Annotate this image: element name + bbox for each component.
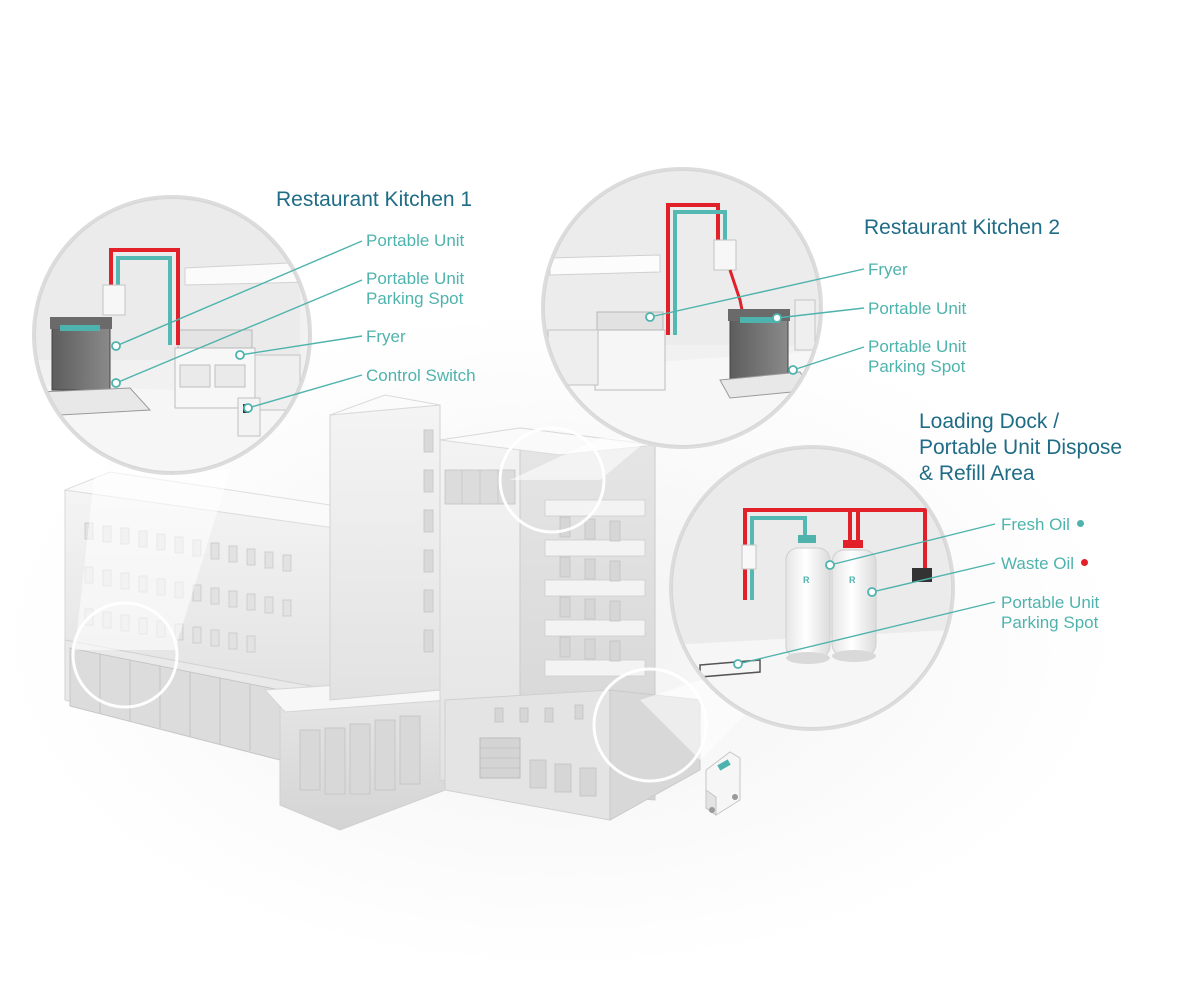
kitchen1-label-portable-unit: Portable Unit (366, 231, 465, 250)
kitchen2-label-parking-line1: Portable Unit (868, 337, 967, 356)
loading-dock-title-line1: Loading Dock / (919, 410, 1060, 433)
loading-dock-label-fresh-oil: Fresh Oil (1001, 515, 1084, 535)
svg-text:R: R (849, 575, 856, 585)
loading-dock-title-line2: Portable Unit Dispose (919, 436, 1123, 459)
svg-text:R: R (803, 575, 810, 585)
kitchen1-title: Restaurant Kitchen 1 (276, 188, 473, 211)
kitchen1-label-parking-line2: Parking Spot (366, 289, 464, 308)
waste-oil-dot-icon (1081, 559, 1089, 567)
loading-dock-label-waste-oil: Waste Oil (1001, 554, 1089, 574)
leader-dots (111, 312, 877, 669)
kitchen2-scene (541, 167, 823, 449)
kitchen1-label-fryer: Fryer (366, 327, 406, 346)
kitchen1-label-control-switch: Control Switch (366, 366, 476, 385)
truck-icon (705, 751, 741, 816)
kitchen2-title: Restaurant Kitchen 2 (864, 216, 1061, 239)
leader-lines (115, 240, 996, 665)
kitchen2-label-fryer: Fryer (868, 260, 908, 279)
kitchen1-label-parking-line1: Portable Unit (366, 269, 465, 288)
fresh-oil-text: Fresh Oil (1001, 515, 1070, 534)
waste-oil-text: Waste Oil (1001, 554, 1075, 573)
fresh-oil-dot-icon (1076, 520, 1084, 528)
loading-dock-title-line3: & Refill Area (919, 462, 1035, 485)
building-render (63, 394, 760, 831)
kitchen2-label-parking-line2: Parking Spot (868, 357, 966, 376)
loading-dock-label-parking-line1: Portable Unit (1001, 593, 1100, 612)
loading-dock-label-parking-line2: Parking Spot (1001, 613, 1099, 632)
kitchen2-label-portable-unit: Portable Unit (868, 299, 967, 318)
